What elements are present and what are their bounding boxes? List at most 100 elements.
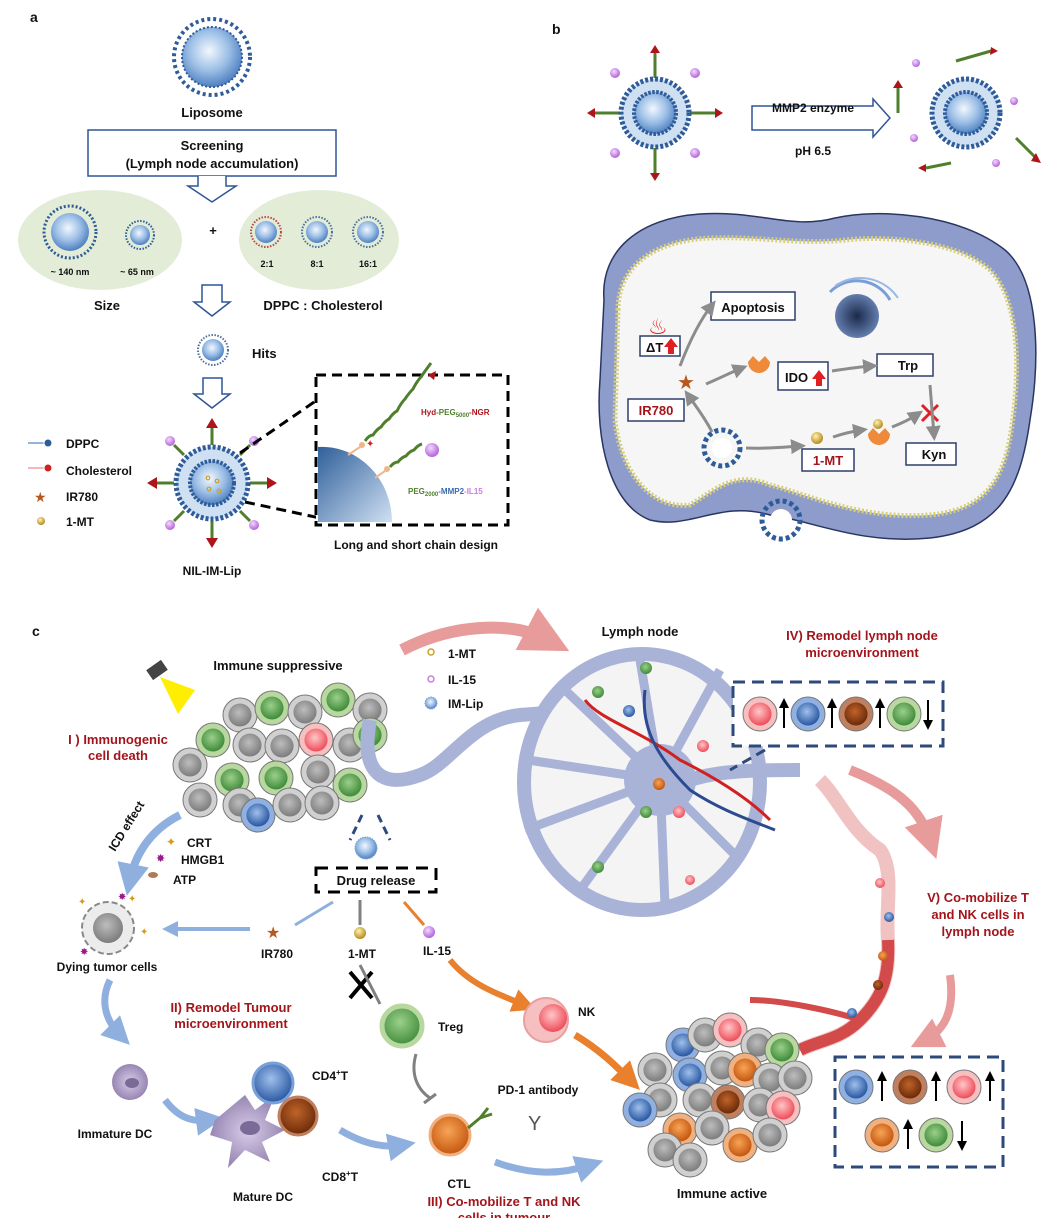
screening-subtitle: (Lymph node accumulation)	[126, 156, 299, 171]
pink-arrow-to-lymph-node	[399, 607, 570, 656]
nucleus-icon	[835, 294, 879, 338]
pink-cell-icon	[765, 1090, 801, 1126]
tumor-cell-changes	[838, 1069, 995, 1153]
orange-cell-icon	[722, 1127, 758, 1163]
liposome-surface	[318, 446, 393, 522]
large-liposome-icon	[42, 204, 98, 260]
up-arrow-icon	[812, 370, 826, 386]
gray-cell-icon	[304, 785, 340, 821]
pink-arrow-down	[848, 765, 943, 859]
ir780-label: IR780	[261, 947, 293, 961]
down-arrow-icon	[185, 176, 239, 203]
gray-cell-icon	[752, 1117, 788, 1153]
ratio-2-1-label: 2:1	[260, 259, 273, 269]
ratio-16-1-label: 16:1	[359, 259, 377, 269]
green-cell-icon	[320, 682, 356, 718]
ln-treg-cell-icon	[886, 696, 922, 732]
nil-im-lip-label: NIL-IM-Lip	[183, 564, 242, 578]
size-group	[18, 190, 182, 290]
legend-il15: IL-15	[448, 673, 476, 687]
step5-line3: lymph node	[942, 924, 1015, 939]
ctl-label: CTL	[447, 1177, 470, 1191]
purple-dot-icon	[427, 675, 435, 683]
step5-line2: and NK cells in	[931, 907, 1024, 922]
antibody-icon: Y	[528, 1113, 541, 1135]
gray-cell-icon	[264, 728, 300, 764]
laser-icon	[146, 659, 195, 714]
legend-dppc-label: DPPC	[66, 437, 100, 451]
short-chain-label: PEG2000-MMP2-IL15	[408, 487, 483, 498]
pink-cell-icon	[712, 1012, 748, 1048]
tumor-treg-cell-icon	[918, 1117, 954, 1153]
liposome-icon	[354, 836, 378, 860]
arrow-to-apoptosis	[678, 300, 716, 367]
drug-release-box	[314, 866, 438, 894]
zoom-guide-line	[244, 500, 321, 520]
green-cell-icon	[332, 767, 368, 803]
step1-subtitle: cell death	[88, 748, 148, 763]
panel-b: b MMP2 enzyme pH 6.5 ♨ ΔT Apoptos	[552, 21, 1041, 542]
pink-cell-icon	[298, 722, 334, 758]
icd-arrow	[117, 811, 182, 896]
atp-icon	[148, 872, 158, 878]
kyn-label: Kyn	[922, 447, 947, 462]
cd8-label: CD8+T	[322, 1169, 359, 1184]
1mt-bead-icon	[811, 432, 823, 444]
hmgb1-icon: ✸	[156, 853, 165, 865]
size-65-label: ~ 65 nm	[120, 267, 154, 277]
legend-cholesterol: Cholesterol	[28, 463, 132, 478]
ratio-liposomes	[250, 216, 384, 248]
ph-label: pH 6.5	[795, 144, 831, 158]
legend-1mt-label: 1-MT	[66, 515, 95, 529]
down-arrow-icon	[191, 377, 233, 409]
cd8-t-cell-icon	[277, 1095, 319, 1137]
gray-cell-icon	[694, 1110, 730, 1146]
ido-inhibited-icon	[868, 428, 890, 445]
ctl-cell-icon	[428, 1113, 472, 1157]
step2-subtitle: microenvironment	[174, 1016, 288, 1031]
panel-c-label: c	[32, 623, 40, 639]
hits-liposome-icon	[197, 334, 229, 366]
long-chain-label: Hyd-PEG5000-NGR	[421, 408, 490, 419]
step3-title: III) Co-mobilize T and NK	[427, 1194, 581, 1209]
immune-suppressive-tumor	[172, 682, 388, 833]
apoptosis-label: Apoptosis	[721, 300, 785, 315]
lymph-node-icon	[517, 647, 801, 917]
gold-dot-icon	[427, 648, 435, 656]
liposome-icon	[172, 17, 252, 97]
panel-a-label: a	[30, 9, 38, 25]
nk-label: NK	[578, 1005, 596, 1019]
step5-line1: V) Co-mobilize T	[927, 890, 1029, 905]
kyn-box	[905, 442, 957, 466]
intact-nanoparticle-icon	[587, 45, 723, 181]
legend-1mt: 1-MT	[37, 515, 95, 529]
step3-subtitle: cells in tumour	[458, 1210, 550, 1218]
tumor-nk-cell-icon	[946, 1069, 982, 1105]
ido-enzyme-icon	[748, 356, 770, 373]
crt-icon: ✦	[166, 835, 176, 849]
step4-title: IV) Remodel lymph node	[786, 628, 938, 643]
arrow-to-ido	[705, 364, 748, 386]
svg-text:✦: ✦	[366, 439, 374, 450]
blue-cell-icon	[240, 797, 276, 833]
step1-title: I ) Immunogenic	[68, 732, 168, 747]
immature-dc-icon	[112, 1064, 148, 1100]
down-arrow-icon	[191, 284, 233, 317]
step4-subtitle: microenvironment	[805, 645, 919, 660]
ln-cd4t-cell-icon	[790, 696, 826, 732]
gray-cell-icon	[287, 694, 323, 730]
lymphatic-vessel	[360, 705, 561, 787]
svg-text:✸: ✸	[80, 947, 88, 958]
atp-label: ATP	[173, 873, 196, 887]
er-icon	[828, 279, 892, 301]
brown-cell-icon	[710, 1084, 746, 1120]
svg-text:✸: ✸	[118, 892, 126, 903]
treg-label: Treg	[438, 1020, 463, 1034]
step2-title: II) Remodel Tumour	[170, 1000, 291, 1015]
apoptosis-box	[710, 291, 796, 321]
hits-label: Hits	[252, 346, 277, 361]
1mt-label: 1-MT	[348, 947, 377, 961]
liposome-label: Liposome	[181, 105, 242, 120]
green-cell-icon	[764, 1032, 800, 1068]
zoom-guide-line	[239, 396, 321, 455]
